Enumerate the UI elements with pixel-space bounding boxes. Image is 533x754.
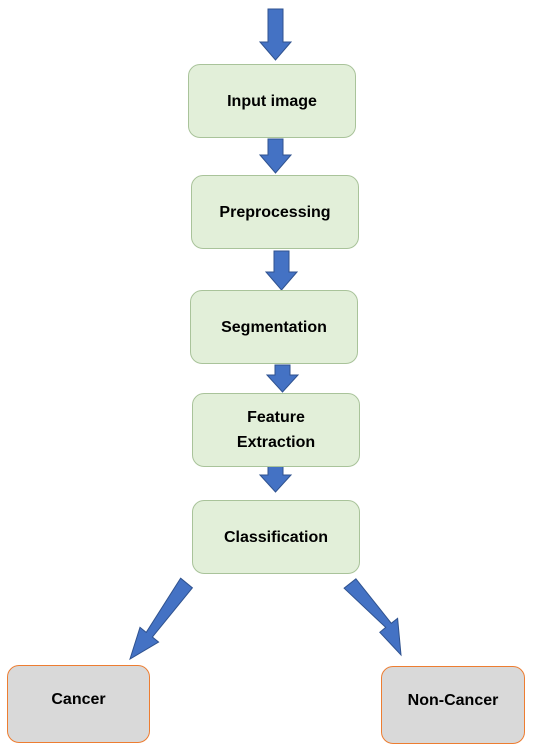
step-preprocessing: Preprocessing (191, 175, 359, 249)
arrow-entry (258, 8, 293, 61)
step-input-image: Input image (188, 64, 356, 138)
arrow-classification-to-non-cancer (343, 578, 402, 657)
step-segmentation-label: Segmentation (221, 318, 327, 336)
step-feature-extraction: Feature Extraction (192, 393, 360, 467)
arrow-classification-to-cancer (129, 577, 194, 661)
step-classification: Classification (192, 500, 360, 574)
step-preprocessing-label: Preprocessing (219, 203, 331, 221)
outcome-cancer: Cancer (7, 665, 150, 743)
outcome-non-cancer: Non-Cancer (381, 666, 525, 744)
arrow-feature-to-classification (258, 463, 293, 493)
step-input-image-label: Input image (227, 92, 317, 110)
arrow-segmentation-to-feature (265, 364, 300, 393)
step-segmentation: Segmentation (190, 290, 358, 364)
arrow-preprocessing-to-segmentation (264, 250, 299, 291)
step-feature-extraction-label: Feature Extraction (236, 409, 316, 451)
outcome-non-cancer-label: Non-Cancer (407, 691, 499, 709)
step-classification-label: Classification (223, 528, 329, 546)
outcome-cancer-label: Cancer (51, 690, 106, 708)
arrow-input-to-preprocessing (258, 138, 293, 174)
